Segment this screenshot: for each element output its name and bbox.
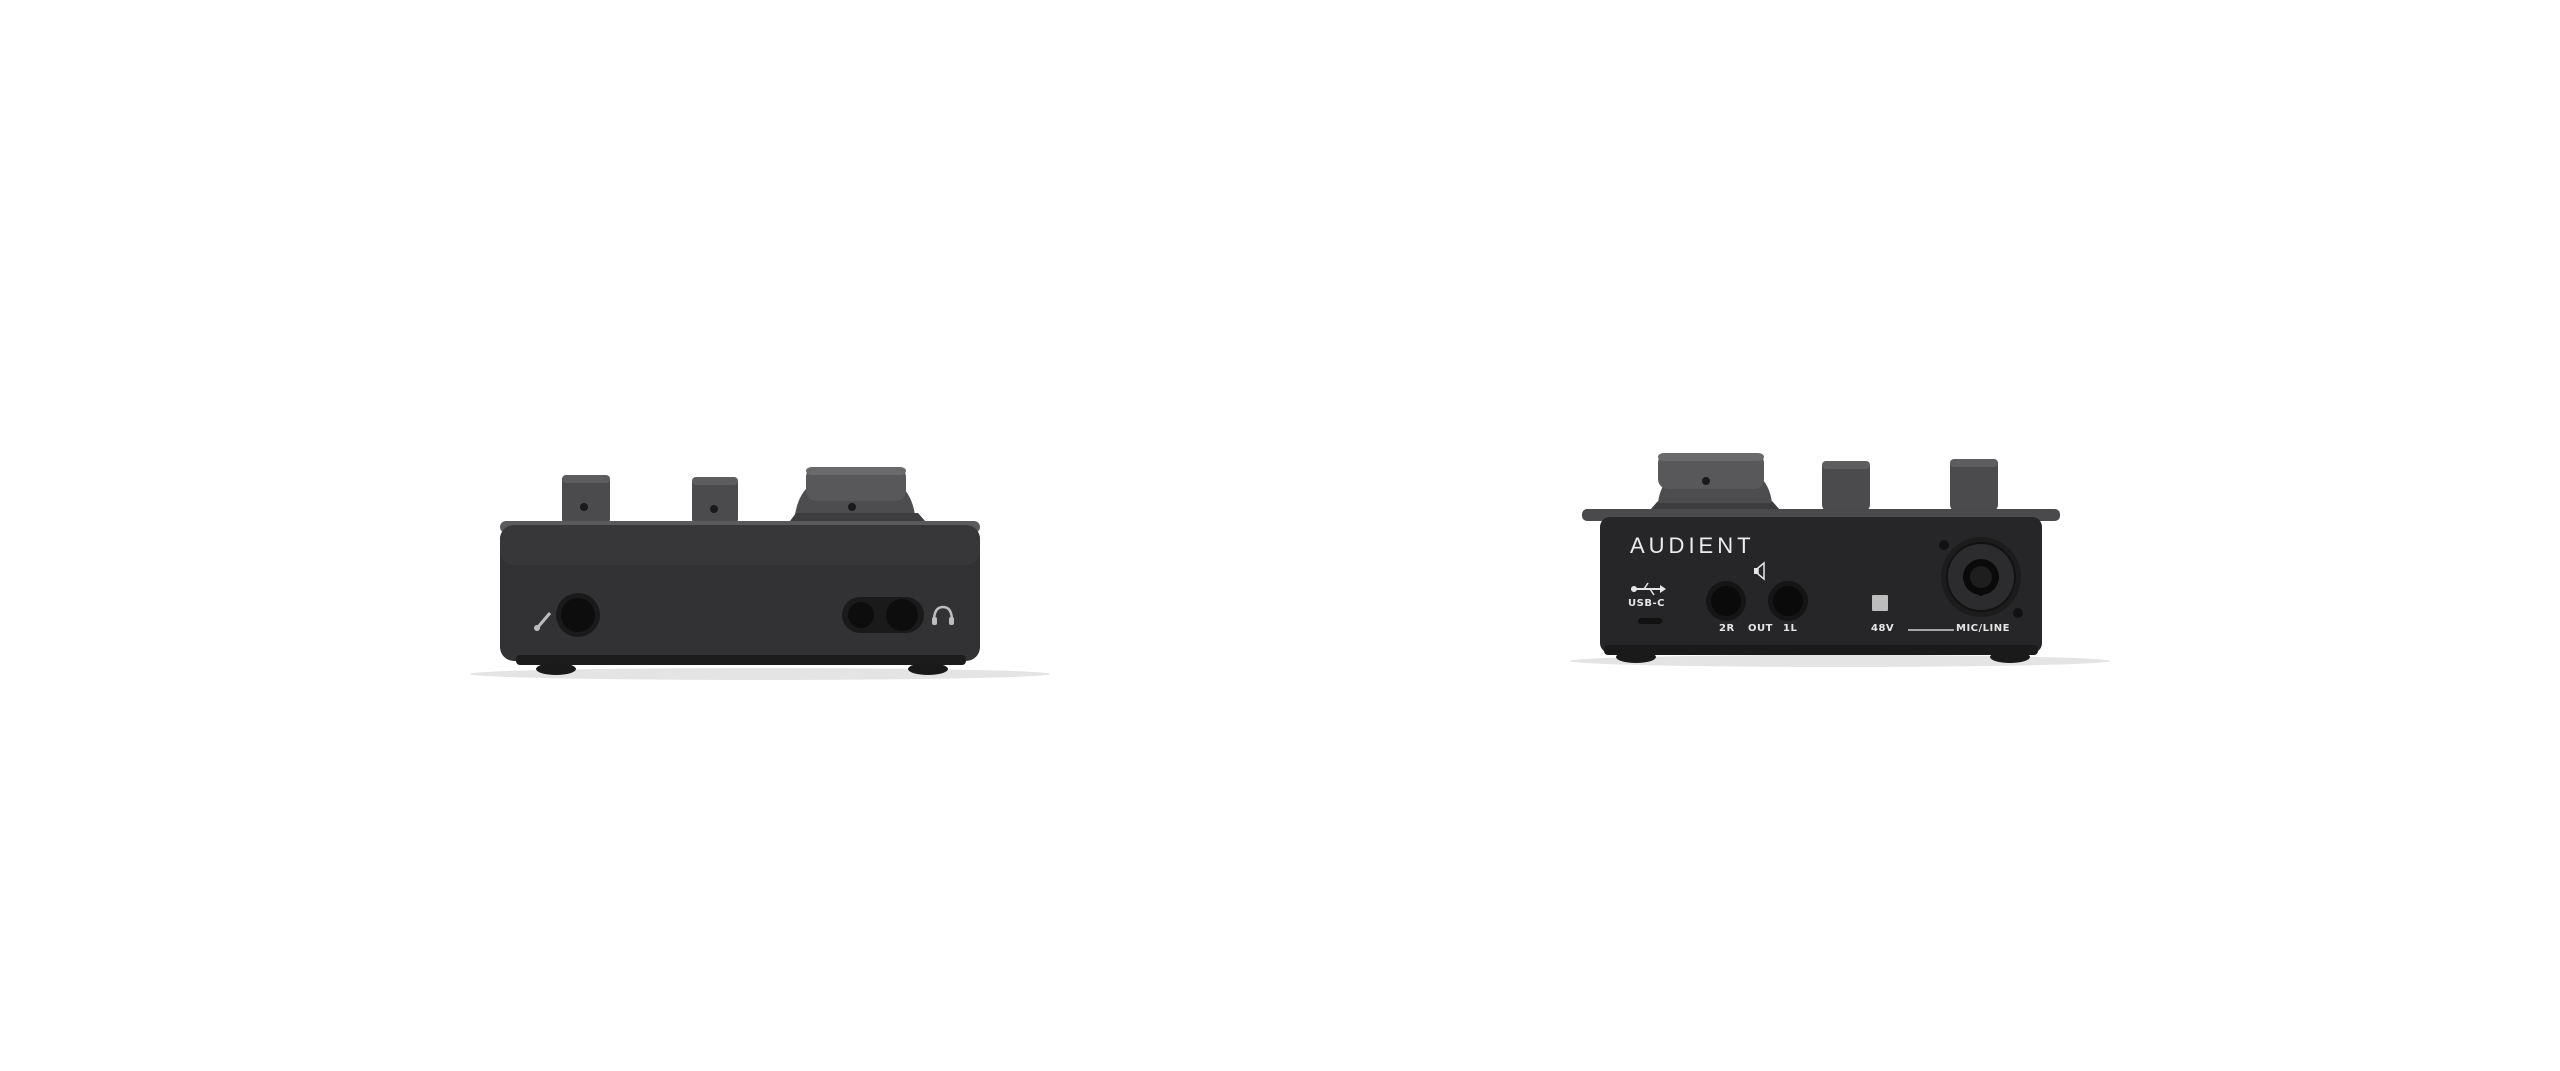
front-foot-left — [536, 663, 576, 675]
out-label-1l: 1L — [1783, 623, 1798, 634]
volume-knob[interactable] — [790, 467, 925, 521]
floor-shadow — [470, 668, 1050, 680]
monitor-knob[interactable] — [692, 477, 738, 525]
interface-rear-view — [1570, 453, 2110, 667]
usb-c-port[interactable] — [1638, 618, 1662, 624]
headphone-output-jack[interactable] — [842, 597, 924, 633]
interface-front-view — [470, 467, 1050, 680]
out-label-center: OUT — [1748, 623, 1773, 634]
rear-foot-right — [1990, 651, 2030, 663]
instrument-input-jack[interactable] — [556, 593, 600, 637]
rear-body — [1600, 517, 2042, 653]
brand-logo-text: AUDIENT — [1630, 533, 1755, 558]
floor-shadow — [1570, 655, 2110, 667]
usb-icon — [1631, 582, 1666, 596]
front-foot-right — [908, 663, 948, 675]
output-jack-2r[interactable] — [1706, 581, 1746, 621]
front-base — [516, 655, 966, 665]
mic-line-combo-jack[interactable] — [1939, 537, 2023, 618]
phantom-power-label: 48V — [1871, 623, 1895, 634]
monitor-knob[interactable] — [1822, 461, 1870, 511]
output-jack-1l[interactable] — [1768, 581, 1808, 621]
speaker-icon — [1754, 561, 1765, 581]
headphones-icon — [932, 605, 954, 625]
mic-line-label: MIC/LINE — [1956, 623, 2010, 634]
phantom-power-switch[interactable] — [1872, 595, 1888, 611]
gain-knob[interactable] — [562, 475, 610, 525]
volume-knob[interactable] — [1650, 453, 1780, 510]
rear-foot-left — [1616, 651, 1656, 663]
rear-base — [1604, 645, 2038, 655]
instrument-icon — [534, 612, 552, 631]
usb-c-label: USB-C — [1628, 598, 1665, 609]
gain-knob[interactable] — [1950, 459, 1998, 511]
out-label-2r: 2R — [1719, 623, 1735, 634]
